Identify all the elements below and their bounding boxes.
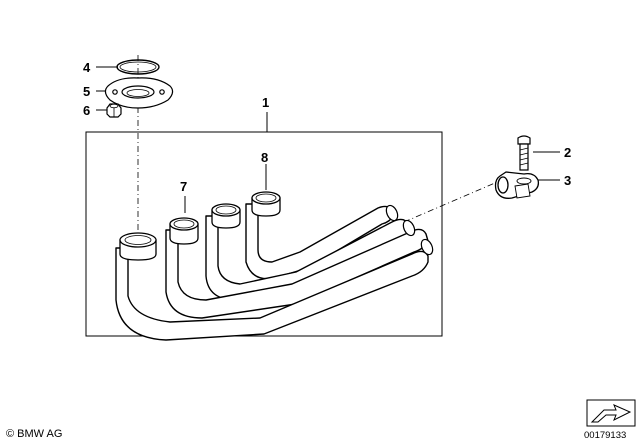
callout-8: 8 — [261, 150, 268, 165]
callout-7: 7 — [180, 179, 187, 194]
callout-5: 5 — [83, 84, 90, 99]
bolt — [517, 135, 531, 171]
document-number: 00179133 — [584, 430, 627, 441]
pipe-end-sleeves — [119, 191, 281, 261]
callout-2: 2 — [564, 145, 571, 160]
center-lines — [137, 55, 496, 230]
callout-4: 4 — [83, 60, 91, 75]
pipe-outlet-ends — [385, 204, 434, 256]
pipe-clamp — [494, 171, 540, 199]
exhaust-pipes — [115, 203, 429, 341]
hex-nut — [106, 103, 122, 118]
callout-6: 6 — [83, 103, 90, 118]
copyright-text: © BMW AG — [6, 428, 63, 440]
sealing-ring — [116, 59, 160, 75]
corner-arrow-icon — [586, 399, 636, 427]
callout-3: 3 — [564, 173, 571, 188]
assembly-frame — [85, 131, 443, 337]
flange — [104, 77, 174, 109]
callout-1: 1 — [262, 95, 269, 110]
